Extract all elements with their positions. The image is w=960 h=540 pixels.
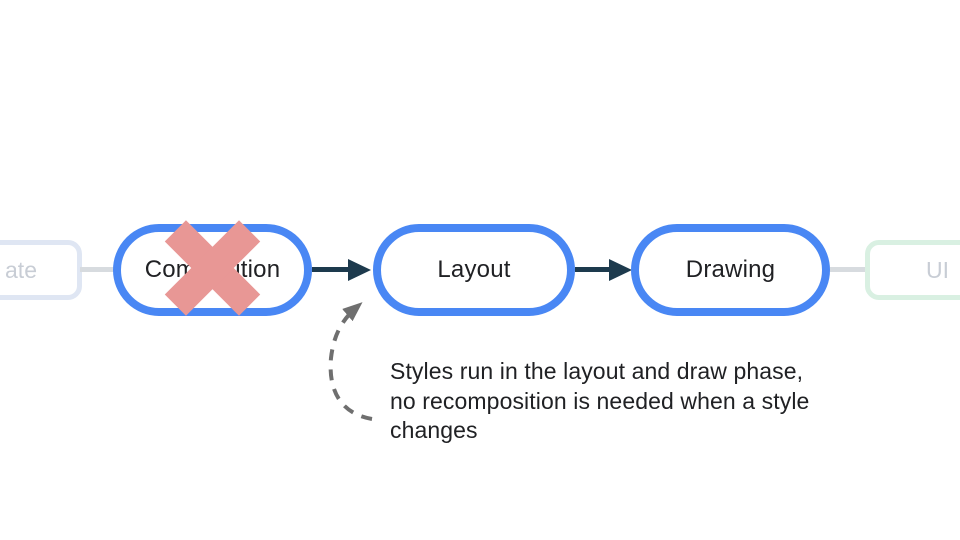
annotation-text: Styles run in the layout and draw phase,… <box>390 357 860 446</box>
node-ui-partial: UI <box>865 240 960 300</box>
node-layout: Layout <box>373 224 575 316</box>
connector-state-to-composition <box>80 267 114 272</box>
arrowhead-layout-to-drawing <box>609 258 632 281</box>
node-state-label: ate <box>5 257 37 283</box>
arrow-layout-to-drawing <box>575 267 610 272</box>
node-drawing-label: Drawing <box>685 256 776 283</box>
node-layout-label: Layout <box>437 256 511 283</box>
node-drawing: Drawing <box>631 224 830 316</box>
x-cross-icon <box>160 220 265 316</box>
annotation-line: changes <box>390 417 478 443</box>
annotation-line: Styles run in the layout and draw phase, <box>390 358 804 384</box>
arrowhead-composition-to-layout <box>348 258 371 281</box>
node-ui-label: UI <box>926 257 949 283</box>
annotation-line: no recomposition is needed when a style <box>390 387 810 414</box>
connector-drawing-to-ui <box>830 267 866 272</box>
arrow-composition-to-layout <box>312 267 349 272</box>
node-state-partial: ate <box>0 240 82 300</box>
